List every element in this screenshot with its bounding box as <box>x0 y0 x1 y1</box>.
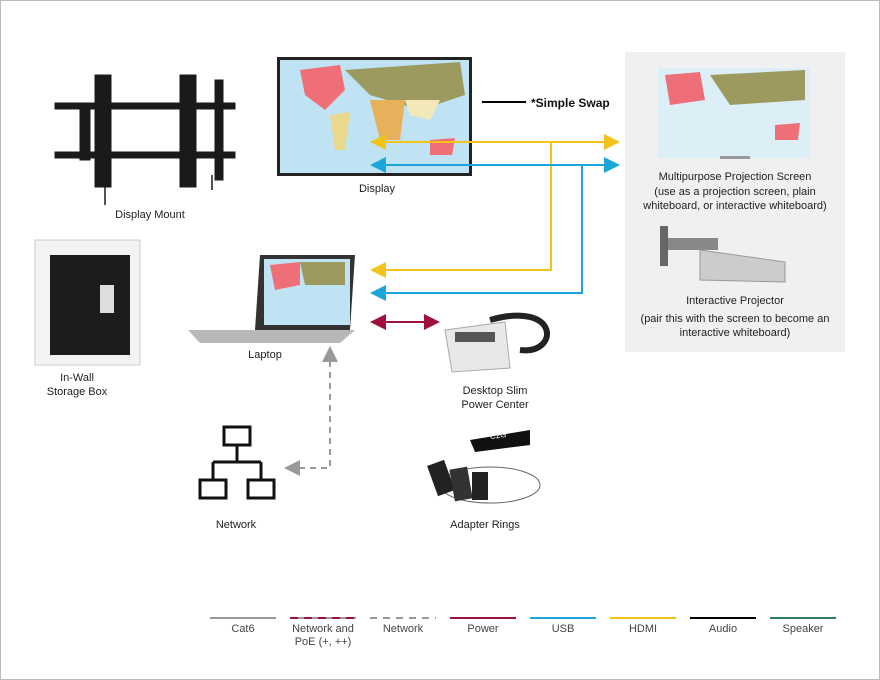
storage-box-label: In-Wall Storage Box <box>46 372 108 398</box>
legend-label-speaker: Speaker <box>782 623 824 635</box>
projector-image <box>660 226 786 283</box>
display-label: Display <box>358 183 396 195</box>
display-mount-label: Display Mount <box>115 209 185 221</box>
legend-swatch-audio <box>690 617 756 619</box>
legend-label-hdmi: HDMI <box>628 623 658 635</box>
display-image <box>277 57 472 176</box>
legend-swatch-network <box>370 617 436 619</box>
laptop-image <box>188 255 355 343</box>
projection-screen-image <box>658 68 810 159</box>
network-icon <box>198 425 276 500</box>
display-mount-image <box>54 74 236 205</box>
legend-label-network-poe: Network and PoE (+, ++) <box>292 623 354 648</box>
legend-swatch-hdmi <box>610 617 676 619</box>
network-line <box>284 346 338 476</box>
simple-swap-label: *Simple Swap <box>531 96 610 110</box>
legend-swatch-cat6 <box>210 617 276 619</box>
usb-line-laptop <box>370 165 583 301</box>
network-label: Network <box>215 519 257 531</box>
adapter-rings-label: Adapter Rings <box>450 519 520 531</box>
projector-label: Interactive Projector <box>686 295 784 307</box>
power-center-image <box>444 312 550 373</box>
legend-label-network: Network <box>382 623 424 635</box>
legend-swatch-speaker <box>770 617 836 619</box>
legend-swatch-usb <box>530 617 596 619</box>
laptop-label: Laptop <box>248 349 282 361</box>
hdmi-line-laptop <box>370 142 552 278</box>
projection-screen-note: (use as a projection screen, plain white… <box>643 186 827 212</box>
projection-screen-label: Multipurpose Projection Screen <box>658 171 812 183</box>
legend-swatch-network-poe <box>290 617 356 619</box>
legend-label-cat6: Cat6 <box>231 623 255 635</box>
legend-label-power: Power <box>467 623 499 635</box>
projector-note: (pair this with the screen to become an … <box>640 313 830 339</box>
storage-box-image <box>34 239 141 366</box>
legend-label-audio: Audio <box>708 623 738 635</box>
power-center-label: Desktop Slim Power Center <box>461 385 529 411</box>
adapter-rings-image <box>427 430 541 504</box>
legend-label-usb: USB <box>551 623 575 635</box>
legend-swatch-power <box>450 617 516 619</box>
